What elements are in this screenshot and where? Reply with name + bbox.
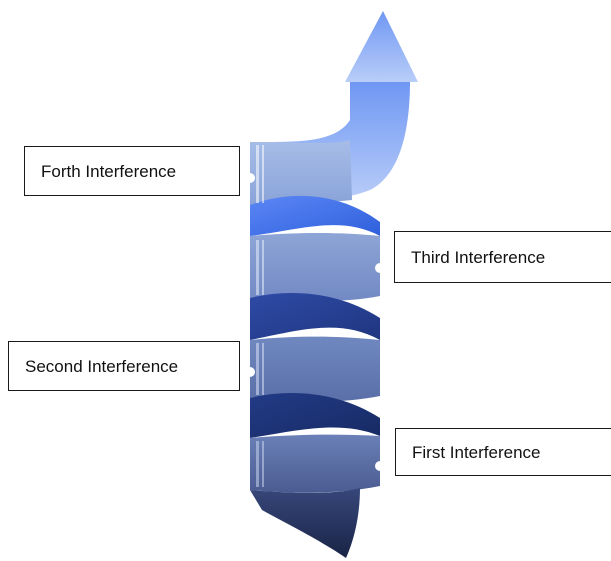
spiral-band-2 xyxy=(250,292,380,340)
spiral-notches xyxy=(245,173,385,471)
label-forth-interference: Forth Interference xyxy=(24,146,240,196)
spiral-tail xyxy=(250,488,360,558)
label-second-interference: Second Interference xyxy=(8,341,240,391)
spiral-front-panel-2 xyxy=(250,233,380,301)
label-third-interference: Third Interference xyxy=(394,231,611,283)
spiral-band-1 xyxy=(250,195,380,236)
spiral-highlights xyxy=(256,145,264,487)
spiral-front-panel-1 xyxy=(250,140,352,205)
label-text: First Interference xyxy=(412,442,541,462)
label-text: Third Interference xyxy=(411,247,546,267)
label-text: Second Interference xyxy=(25,356,179,376)
spiral-band-3 xyxy=(250,392,380,438)
arrow-head xyxy=(345,11,418,82)
spiral-front-panel-3 xyxy=(250,336,380,402)
spiral-front-panel-4 xyxy=(250,434,380,493)
label-text: Forth Interference xyxy=(41,161,177,181)
label-first-interference: First Interference xyxy=(395,428,611,476)
